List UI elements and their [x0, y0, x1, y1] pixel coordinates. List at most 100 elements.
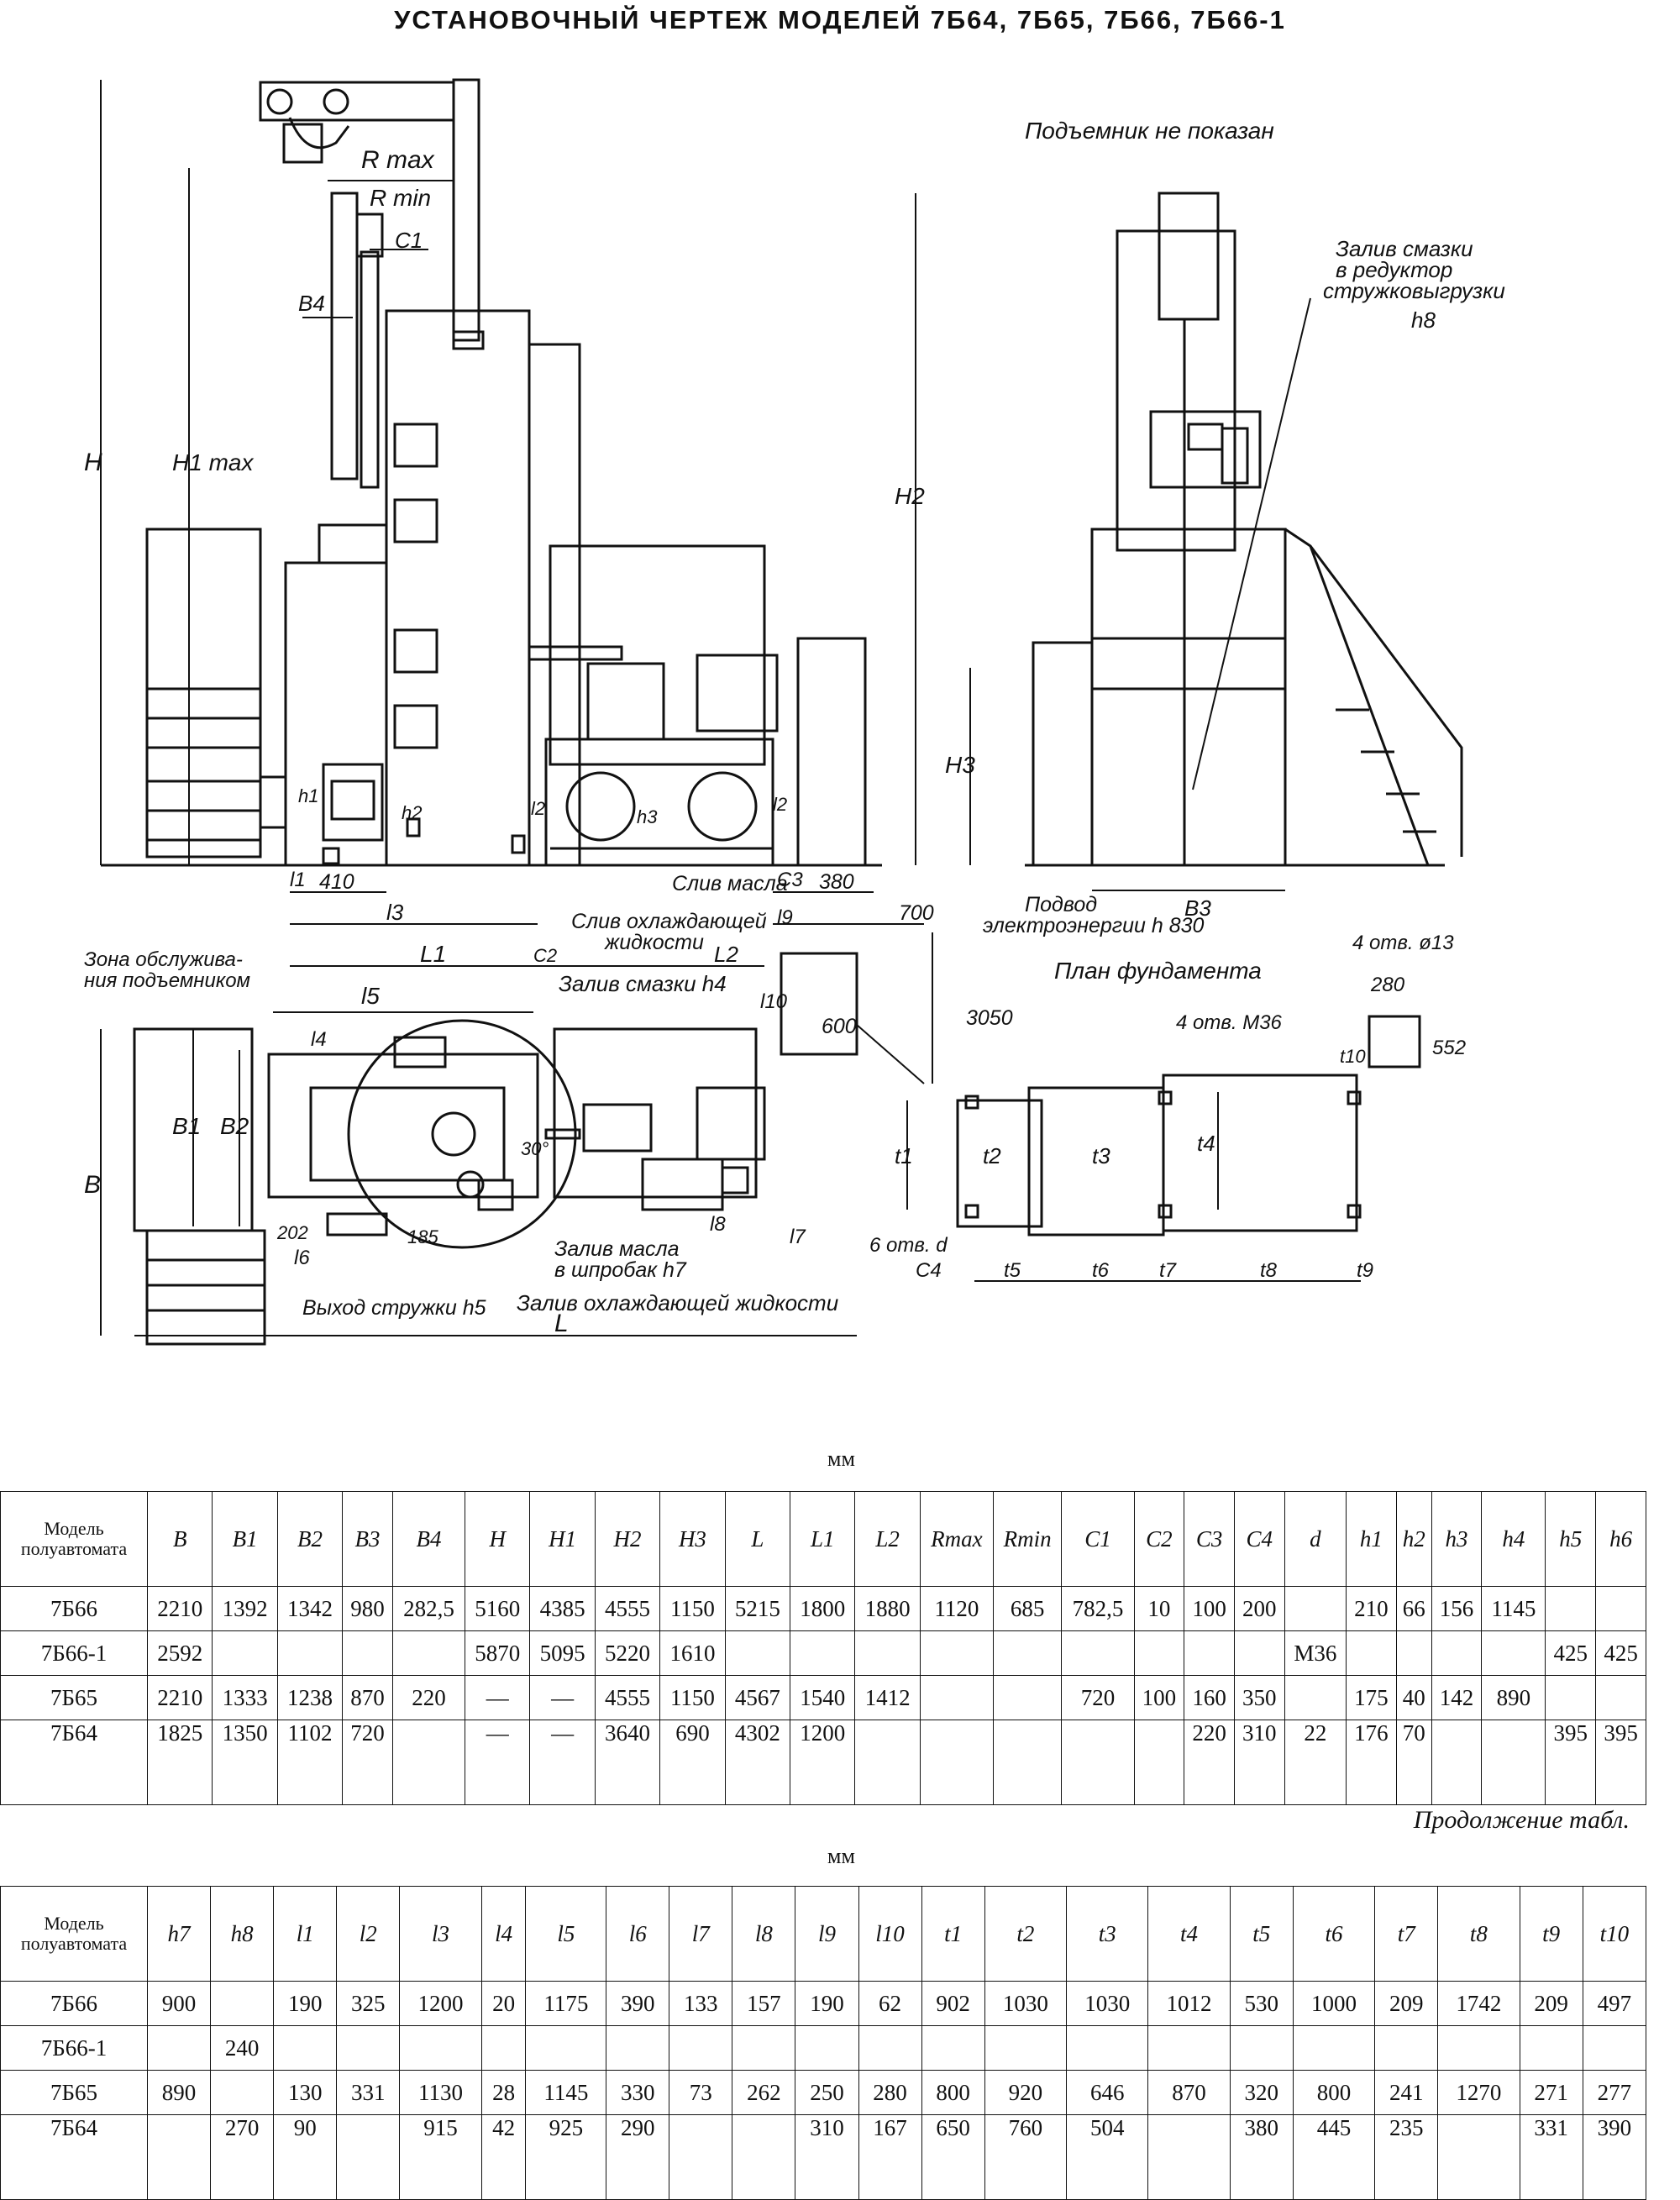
column-header: t4 [1147, 1886, 1231, 1982]
column-header: t2 [984, 1886, 1068, 1982]
value-cell: 650 [921, 2114, 985, 2200]
column-header: l1 [273, 1886, 338, 1982]
value-cell: 250 [795, 2070, 859, 2115]
value-cell: 209 [1374, 1981, 1439, 2026]
value-cell [210, 2070, 275, 2115]
value-cell: 380 [1229, 2114, 1294, 2200]
label-t8: t8 [1260, 1259, 1278, 1282]
note-lift: Подъемник не показан [1025, 118, 1274, 144]
value-cell: 235 [1374, 2114, 1439, 2200]
column-header: C4 [1233, 1491, 1285, 1587]
value-cell [212, 1630, 278, 1676]
value-cell: 90 [273, 2114, 338, 2200]
model-cell: 7Б66 [0, 1981, 148, 2026]
value-cell: 2210 [146, 1586, 213, 1631]
value-cell: 176 [1346, 1720, 1397, 1805]
value-cell [1133, 1630, 1185, 1676]
value-cell [724, 1630, 791, 1676]
label-l6: l6 [294, 1247, 310, 1269]
value-cell [669, 2025, 733, 2071]
value-cell [1595, 1586, 1646, 1631]
value-cell: 270 [210, 2114, 275, 2200]
oil-reducer-line-2: в редуктор [1336, 257, 1452, 282]
value-cell: 240 [210, 2025, 275, 2071]
value-cell: 530 [1229, 1981, 1294, 2026]
value-cell: 395 [1545, 1720, 1597, 1805]
value-cell: 210 [1346, 1586, 1397, 1631]
value-cell: 3640 [594, 1720, 661, 1805]
value-cell [336, 2114, 401, 2200]
model-cell: 7Б65 [0, 1675, 148, 1720]
value-cell: 760 [984, 2114, 1068, 2200]
label-t3: t3 [1092, 1143, 1110, 1168]
label-l8: l8 [710, 1213, 726, 1236]
value-cell: 1200 [399, 1981, 482, 2026]
column-header: t8 [1437, 1886, 1520, 1982]
column-header: h3 [1431, 1491, 1483, 1587]
value-cell: 890 [1481, 1675, 1546, 1720]
column-header: l9 [795, 1886, 859, 1982]
value-cell [858, 2025, 922, 2071]
value-cell: 20 [480, 1981, 527, 2026]
dim-280: 280 [1370, 974, 1405, 996]
dim-202: 202 [276, 1222, 308, 1243]
value-cell: 280 [858, 2070, 922, 2115]
value-cell: 425 [1595, 1630, 1646, 1676]
value-cell: 5095 [529, 1630, 596, 1676]
value-cell: 160 [1184, 1675, 1235, 1720]
label-t6: t6 [1092, 1259, 1110, 1282]
column-header: l8 [732, 1886, 796, 1982]
value-cell [1481, 1630, 1546, 1676]
value-cell [399, 2025, 482, 2071]
column-header: H1 [529, 1491, 596, 1587]
value-cell: 331 [336, 2070, 401, 2115]
value-cell [273, 2025, 338, 2071]
value-cell: 870 [1147, 2070, 1231, 2115]
value-cell [1284, 1586, 1347, 1631]
value-cell [276, 1630, 344, 1676]
label-b4: B4 [298, 291, 325, 316]
dim-600: 600 [822, 1015, 857, 1038]
value-cell: 22 [1284, 1720, 1347, 1805]
value-cell: 902 [921, 1981, 985, 2026]
value-cell [732, 2025, 796, 2071]
column-header: B4 [391, 1491, 466, 1587]
value-cell [1545, 1586, 1597, 1631]
model-cell: 7Б66-1 [0, 2025, 148, 2071]
label-h3: H3 [945, 752, 975, 778]
column-header: t5 [1229, 1886, 1294, 1982]
column-header: t3 [1066, 1886, 1149, 1982]
value-cell [1147, 2114, 1231, 2200]
value-cell [919, 1720, 995, 1805]
value-cell: 685 [993, 1586, 1063, 1631]
value-cell: 220 [1184, 1720, 1235, 1805]
column-header: C3 [1184, 1491, 1235, 1587]
value-cell: 42 [480, 2114, 527, 2200]
label-l5: l5 [361, 983, 380, 1009]
value-cell [1582, 2025, 1647, 2071]
value-cell: 425 [1545, 1630, 1597, 1676]
column-header: B1 [212, 1491, 278, 1587]
column-header: h6 [1595, 1491, 1646, 1587]
label-h2: H2 [895, 483, 925, 509]
column-header: L2 [854, 1491, 921, 1587]
value-cell [525, 2025, 607, 2071]
holes-d-label: 6 отв. d [869, 1234, 948, 1257]
value-cell: 282,5 [391, 1586, 466, 1631]
column-header: H [465, 1491, 531, 1587]
value-cell: 1540 [790, 1675, 856, 1720]
value-cell: 190 [273, 1981, 338, 2026]
holes-13-label: 4 отв. ø13 [1352, 932, 1454, 954]
label-small-h3: h3 [637, 806, 658, 827]
column-header: t6 [1292, 1886, 1376, 1982]
column-header: B2 [276, 1491, 344, 1587]
value-cell: — [465, 1720, 531, 1805]
column-header: L [724, 1491, 791, 1587]
label-L2: L2 [714, 942, 738, 967]
value-cell: 1825 [146, 1720, 213, 1805]
value-cell: 62 [858, 1981, 922, 2026]
column-header: l4 [480, 1886, 527, 1982]
value-cell: 390 [1582, 2114, 1647, 2200]
